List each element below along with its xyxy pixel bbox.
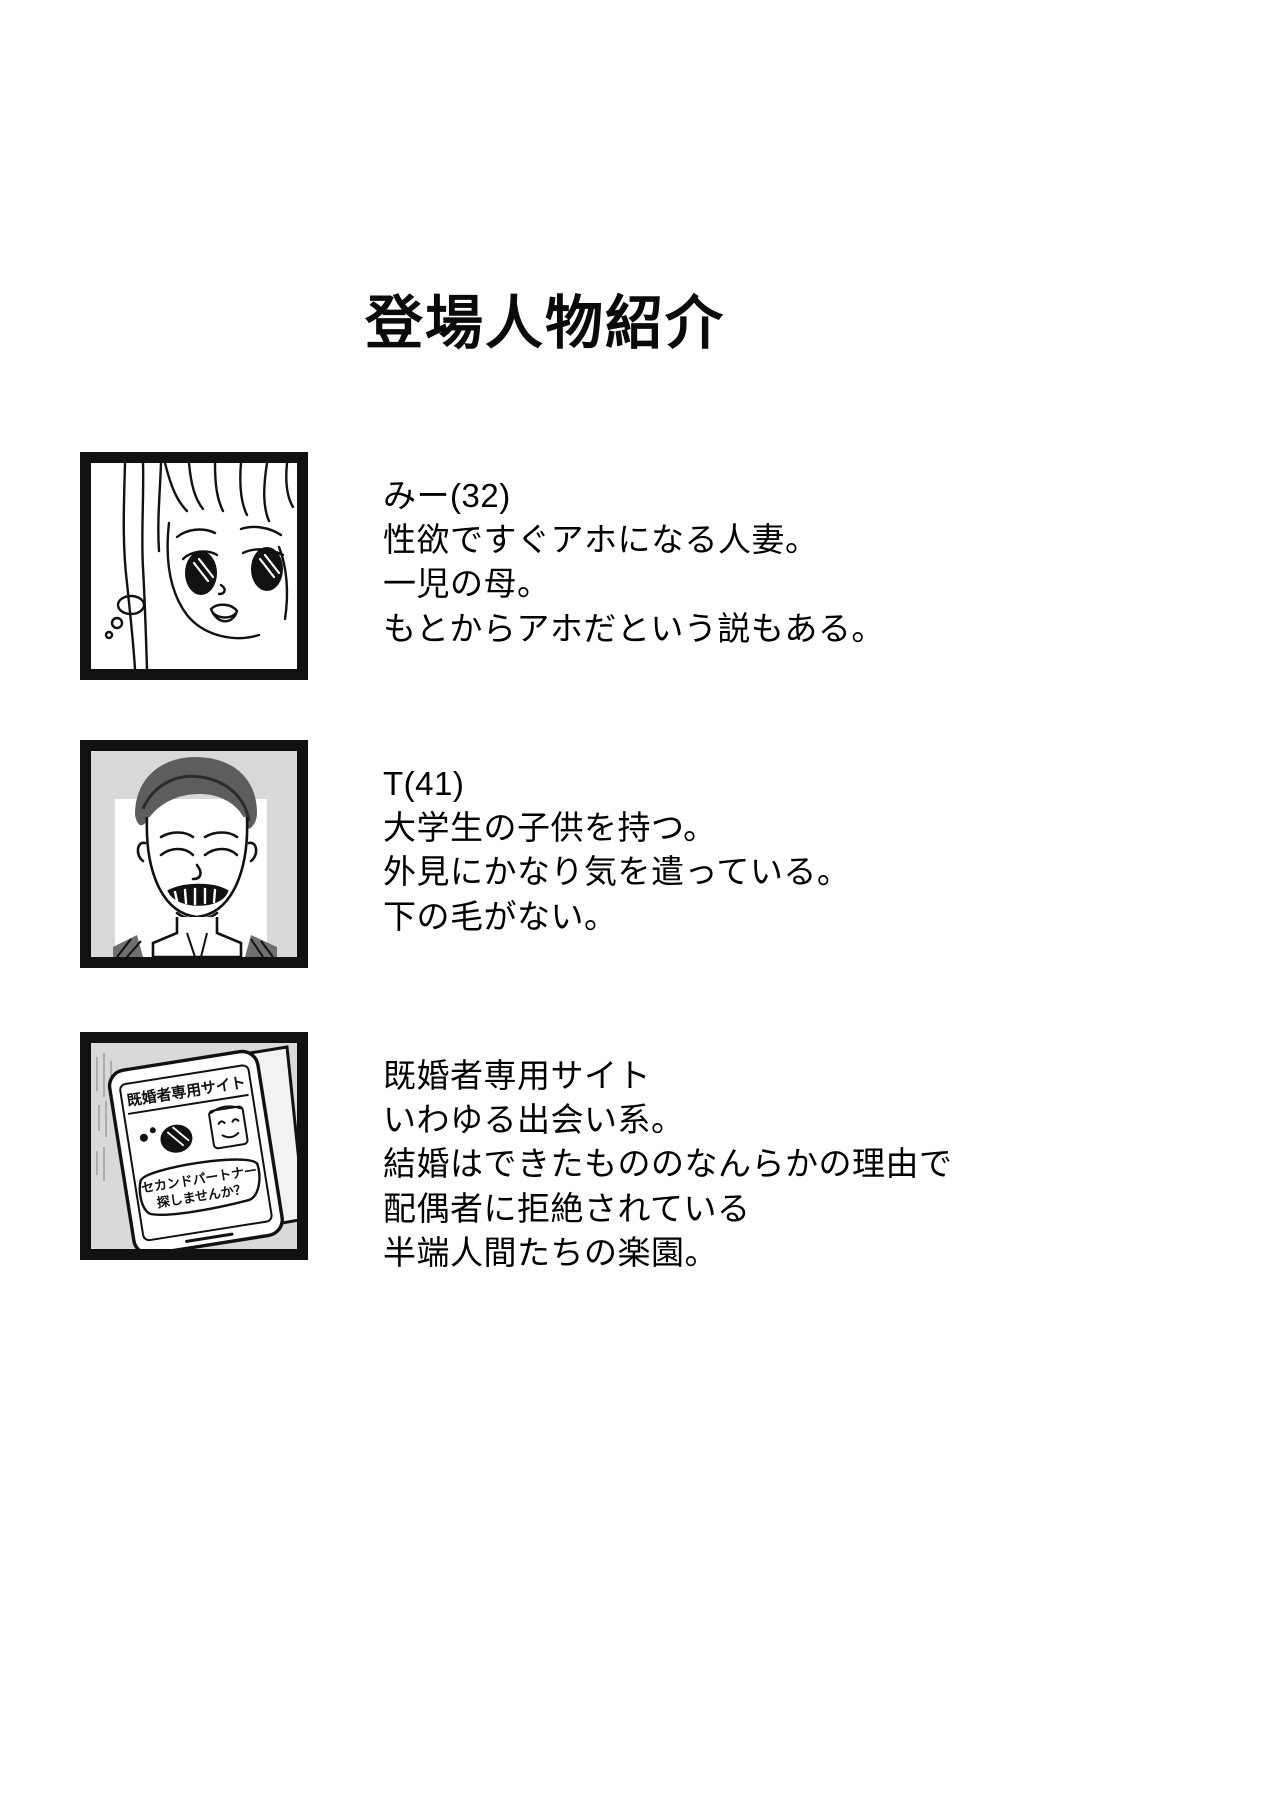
character-entry: みー(32) 性欲ですぐアホになる人妻。 一児の母。 もとからアホだという説もあ… <box>80 452 885 680</box>
character-detail-line: 一児の母。 <box>383 565 551 603</box>
character-detail-line: 性欲ですぐアホになる人妻。 <box>383 521 819 559</box>
character-description: 既婚者専用サイト いわゆる出会い系。 結婚はできたもののなんらかの理由で 配偶者… <box>383 1032 953 1275</box>
character-entry: 既婚者専用サイト <box>80 1032 953 1275</box>
character-description: T(41) 大学生の子供を持つ。 外見にかなり気を遣っている。 下の毛がない。 <box>383 740 850 939</box>
character-detail-line: 大学生の子供を持つ。 <box>383 809 717 847</box>
character-detail-line: 結婚はできたもののなんらかの理由で <box>383 1145 953 1183</box>
dating-site-phone-thumbnail: 既婚者専用サイト <box>80 1032 308 1260</box>
character-detail-line: いわゆる出会い系。 <box>383 1101 685 1139</box>
character-name: みー(32) <box>383 477 511 514</box>
character-name: T(41) <box>383 765 465 802</box>
character-detail-line: もとからアホだという説もある。 <box>383 609 885 647</box>
t-portrait-thumbnail <box>80 740 308 968</box>
character-detail-line: 下の毛がない。 <box>383 897 618 935</box>
character-entry: T(41) 大学生の子供を持つ。 外見にかなり気を遣っている。 下の毛がない。 <box>80 740 850 968</box>
character-detail-line: 外見にかなり気を遣っている。 <box>383 853 851 891</box>
character-detail-line: 配偶者に拒絶されている <box>383 1189 751 1227</box>
mee-portrait-thumbnail <box>80 452 308 680</box>
character-name: 既婚者専用サイト <box>383 1057 651 1094</box>
character-description: みー(32) 性欲ですぐアホになる人妻。 一児の母。 もとからアホだという説もあ… <box>383 452 885 651</box>
character-detail-line: 半端人間たちの楽園。 <box>383 1233 718 1271</box>
page-title: 登場人物紹介 <box>364 291 725 356</box>
